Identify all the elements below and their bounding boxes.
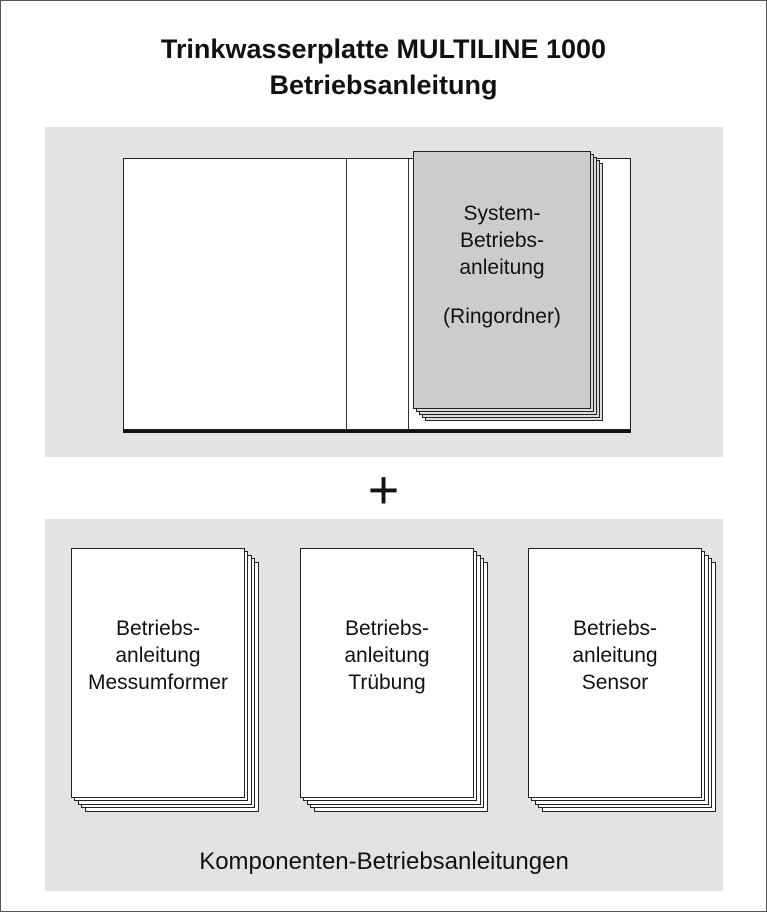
component-manual-line-2: anleitung	[344, 643, 430, 667]
binder-spine-left	[346, 159, 347, 429]
component-manual-label: Betriebs- anleitung Trübung	[344, 615, 429, 696]
component-manual-line-1: Betriebs-	[572, 616, 658, 640]
diagram-title: Trinkwasserplatte MULTILINE 1000 Betrieb…	[1, 31, 766, 103]
component-manual-line-3: Sensor	[581, 670, 649, 694]
component-manual-line-3: Trübung	[348, 670, 426, 694]
component-manual-line-1: Betriebs-	[115, 616, 201, 640]
system-manual-line-2: Betriebs-	[459, 229, 544, 252]
component-manual-line-2: anleitung	[572, 643, 658, 667]
component-manual-cover: Betriebs- anleitung Messumformer	[71, 548, 245, 798]
system-manual-label: System- Betriebs- anleitung (Ringordner)	[443, 200, 561, 330]
component-manual-cover: Betriebs- anleitung Trübung	[300, 548, 474, 798]
component-manual-cover: Betriebs- anleitung Sensor	[528, 548, 702, 798]
plus-symbol: +	[367, 460, 400, 520]
component-manual-label: Betriebs- anleitung Sensor	[572, 615, 657, 696]
component-manual-line-1: Betriebs-	[344, 616, 430, 640]
component-manuals-caption: Komponenten-Betriebsanleitungen	[199, 848, 569, 875]
system-manual-line-4: (Ringordner)	[443, 305, 561, 328]
component-manual-line-2: anleitung	[115, 643, 201, 667]
system-manual-line-1: System-	[463, 202, 541, 225]
component-manual-line-3: Messumformer	[87, 670, 229, 694]
component-manual-label: Betriebs- anleitung Messumformer	[88, 615, 228, 696]
system-manual-line-3: anleitung	[459, 256, 545, 279]
title-line-1: Trinkwasserplatte MULTILINE 1000	[160, 34, 607, 64]
system-manual-cover: System- Betriebs- anleitung (Ringordner)	[413, 151, 591, 409]
binder-spine-right	[408, 159, 409, 429]
title-line-2: Betriebsanleitung	[269, 70, 498, 100]
